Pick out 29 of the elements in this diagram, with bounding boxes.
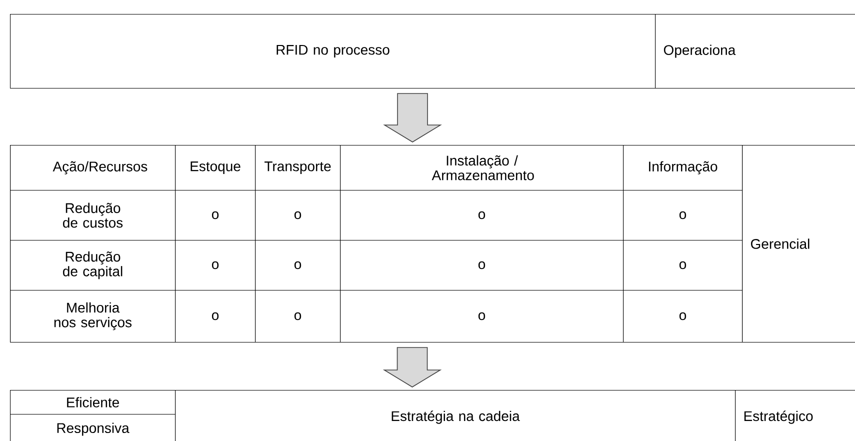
row-header: Melhoria nos serviços	[10, 290, 176, 343]
table-cell: o	[255, 240, 341, 291]
table-cell: o	[175, 190, 256, 241]
block-arrow	[383, 93, 442, 142]
table-cell: o	[623, 240, 743, 291]
row-header: Redução de custos	[10, 190, 176, 241]
row-header: Redução de capital	[10, 240, 176, 291]
level-box: Operaciona	[655, 14, 855, 89]
table-cell: o	[175, 290, 256, 343]
table-cell: o	[255, 290, 341, 343]
table-cell: o	[623, 190, 743, 241]
block-arrow	[382, 347, 442, 388]
table-cell: o	[340, 190, 624, 241]
table-cell: Eficiente	[10, 390, 176, 415]
column-header: Instalação / Armazenamento	[340, 145, 624, 191]
table-cell: o	[340, 240, 624, 291]
process-box: RFID no processo	[10, 14, 656, 89]
level-box: Gerencial	[742, 145, 855, 343]
table-cell: o	[255, 190, 341, 241]
strategy-box: Estratégia na cadeia	[175, 390, 736, 441]
table-cell: o	[623, 290, 743, 343]
table-cell: Responsiva	[10, 414, 176, 441]
table-cell: o	[175, 240, 256, 291]
column-header: Estoque	[175, 145, 256, 191]
column-header: Ação/Recursos	[10, 145, 176, 191]
level-box: Estratégico	[735, 390, 855, 441]
table-cell: o	[340, 290, 624, 343]
column-header: Informação	[623, 145, 743, 191]
column-header: Transporte	[255, 145, 341, 191]
